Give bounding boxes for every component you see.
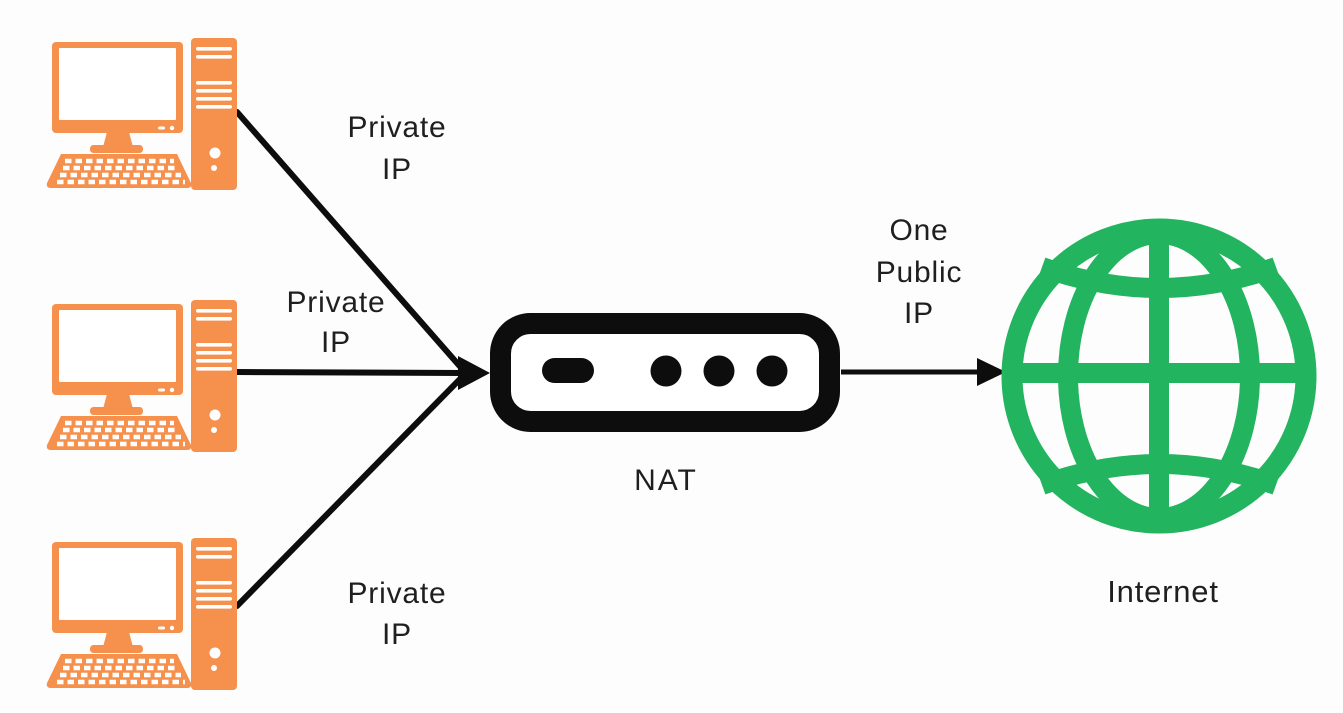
router-dot-2 [703, 355, 735, 387]
private-ip-label-bottom-line1: Private [348, 577, 447, 610]
router-dash-light [542, 358, 594, 383]
router-dot-3 [756, 355, 788, 387]
one-public-ip-label-line3: IP [904, 297, 934, 330]
one-public-ip-label-line1: One [889, 214, 948, 247]
nat-label: NAT [634, 464, 698, 497]
connector-middle [234, 369, 467, 376]
labels: Private IP Private IP Private IP One Pub… [287, 111, 1219, 651]
private-ip-label-middle-line1: Private [287, 286, 386, 319]
nat-router-icon [490, 313, 840, 432]
arrowhead-into-nat [458, 356, 490, 390]
globe-latitude-top [1038, 257, 1280, 298]
private-connectors [234, 109, 490, 609]
connector-top [234, 109, 467, 374]
internet-label: Internet [1107, 574, 1219, 609]
connector-bottom [234, 372, 467, 609]
globe-icon [1001, 218, 1317, 534]
router-dot-1 [650, 355, 682, 387]
private-ip-label-top-line1: Private [348, 111, 447, 144]
private-ip-label-bottom-line2: IP [382, 618, 412, 651]
public-connector [841, 358, 1006, 386]
one-public-ip-label-line2: Public [876, 256, 963, 289]
desktop-computer-icon [47, 300, 237, 452]
desktop-computer-icon [47, 38, 237, 190]
arrowhead-into-internet [977, 358, 1006, 386]
globe-latitude-bottom [1038, 454, 1280, 495]
private-ip-label-middle-line2: IP [321, 326, 351, 359]
desktop-computer-icon [47, 538, 237, 690]
private-ip-label-top-line2: IP [382, 153, 412, 186]
